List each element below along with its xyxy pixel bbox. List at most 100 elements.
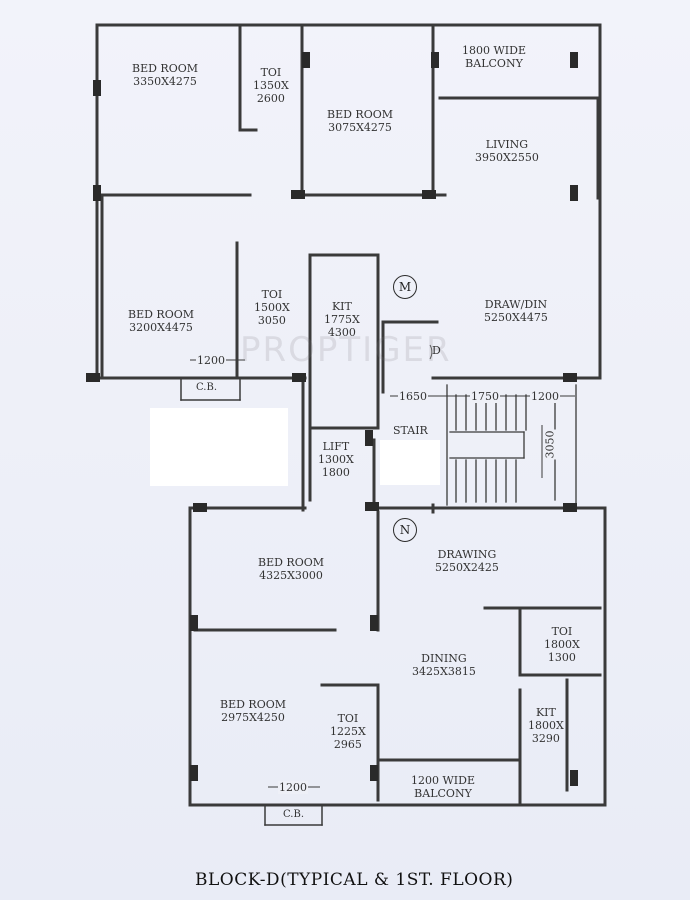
column <box>365 430 373 446</box>
door-label: D <box>432 344 441 357</box>
balcony-label: 1200 WIDE <box>411 774 475 787</box>
room-size: 5250X2425 <box>435 561 499 574</box>
unit-marker-n: N <box>393 518 417 542</box>
room-bed-2: BED ROOM 3075X4275 <box>327 108 393 134</box>
plan-caption: BLOCK-D(TYPICAL & 1ST. FLOOR) <box>195 870 514 890</box>
column <box>193 503 207 512</box>
watermark: PROPTIGER <box>240 330 452 370</box>
room-size: 5250X4475 <box>484 311 548 324</box>
column <box>86 373 100 382</box>
unit-marker-m: M <box>393 275 417 299</box>
room-name: DINING <box>421 652 467 665</box>
stair-steps <box>446 384 577 509</box>
room-name: DRAWING <box>437 548 497 561</box>
column <box>291 190 305 199</box>
column <box>431 52 439 68</box>
room-size: 1300X <box>318 453 354 466</box>
room-size: 1800 <box>321 466 350 479</box>
room-drawing: DRAWING 5250X2425 <box>435 548 499 574</box>
column <box>570 185 578 201</box>
room-size: 1775X <box>324 313 360 326</box>
room-size: 3200X4475 <box>129 321 193 334</box>
room-size: 1300 <box>547 651 576 664</box>
door-swing <box>429 344 433 360</box>
cb-label-top: C.B. <box>196 382 218 393</box>
dimension-stair-3: 1200 <box>530 390 560 403</box>
room-name: TOI <box>261 288 283 301</box>
room-size: 3075X4275 <box>328 121 392 134</box>
column <box>292 373 306 382</box>
stair-label: STAIR <box>393 424 428 437</box>
room-name: TOI <box>551 625 573 638</box>
column <box>370 765 378 781</box>
room-name: LIFT <box>322 440 350 453</box>
room-toilet-4: TOI 1225X 2965 <box>330 712 366 751</box>
room-size: 1800X <box>544 638 580 651</box>
room-bed-1: BED ROOM 3350X4275 <box>132 62 198 88</box>
column <box>370 615 378 631</box>
room-draw-din: DRAW/DIN 5250X4475 <box>484 298 548 324</box>
room-size: 1350X <box>253 79 289 92</box>
dimension-stair-2: 1750 <box>470 390 500 403</box>
room-bed-4: BED ROOM 4325X3000 <box>258 556 324 582</box>
dimension-stair-1: 1650 <box>398 390 428 403</box>
room-name: BED ROOM <box>132 62 199 75</box>
balcony-label: 1800 WIDE <box>462 44 526 57</box>
room-size: 2600 <box>256 92 285 105</box>
column <box>570 770 578 786</box>
dimension-cb-top: 1200 <box>196 354 226 367</box>
balcony-label: BALCONY <box>414 787 472 800</box>
room-bed-3: BED ROOM 3200X4475 <box>128 308 194 334</box>
room-size: 2975X4250 <box>221 711 285 724</box>
room-name: BED ROOM <box>128 308 195 321</box>
room-size: 3425X3815 <box>412 665 476 678</box>
cb-label-bottom: C.B. <box>283 809 305 820</box>
room-name: LIVING <box>485 138 529 151</box>
dimension-stair-height: 3050 <box>543 429 557 460</box>
room-kitchen-1: KIT 1775X 4300 <box>324 300 360 339</box>
room-name: BED ROOM <box>220 698 287 711</box>
blank-patch <box>150 408 288 486</box>
room-kitchen-2: KIT 1800X 3290 <box>528 706 564 745</box>
column <box>302 52 310 68</box>
room-size: 4325X3000 <box>259 569 323 582</box>
room-size: 2965 <box>333 738 362 751</box>
room-size: 1800X <box>528 719 564 732</box>
column <box>365 502 379 511</box>
room-toilet-3: TOI 1800X 1300 <box>544 625 580 664</box>
room-name: BED ROOM <box>327 108 394 121</box>
column <box>570 52 578 68</box>
balcony-label: BALCONY <box>465 57 523 70</box>
column <box>563 503 577 512</box>
room-name: TOI <box>260 66 282 79</box>
column <box>422 190 436 199</box>
room-toilet-2: TOI 1500X 3050 <box>254 288 290 327</box>
room-name: BED ROOM <box>258 556 325 569</box>
room-size: 3350X4275 <box>133 75 197 88</box>
room-name: DRAW/DIN <box>484 298 548 311</box>
column <box>563 373 577 382</box>
column <box>190 615 198 631</box>
room-size: 4300 <box>327 326 356 339</box>
room-name: TOI <box>337 712 359 725</box>
column <box>93 185 101 201</box>
room-name: KIT <box>535 706 556 719</box>
balcony-2: 1200 WIDE BALCONY <box>411 774 475 800</box>
room-size: 3050 <box>257 314 286 327</box>
blank-patch <box>380 440 440 485</box>
room-toilet-1: TOI 1350X 2600 <box>253 66 289 105</box>
room-living: LIVING 3950X2550 <box>475 138 539 164</box>
room-name: KIT <box>331 300 352 313</box>
dimension-cb-bottom: 1200 <box>278 781 308 794</box>
room-size: 1500X <box>254 301 290 314</box>
room-size: 3290 <box>531 732 560 745</box>
column <box>93 80 101 96</box>
column <box>190 765 198 781</box>
balcony-1: 1800 WIDE BALCONY <box>462 44 526 70</box>
room-size: 3950X2550 <box>475 151 539 164</box>
room-lift: LIFT 1300X 1800 <box>318 440 354 479</box>
room-size: 1225X <box>330 725 366 738</box>
room-bed-5: BED ROOM 2975X4250 <box>220 698 286 724</box>
